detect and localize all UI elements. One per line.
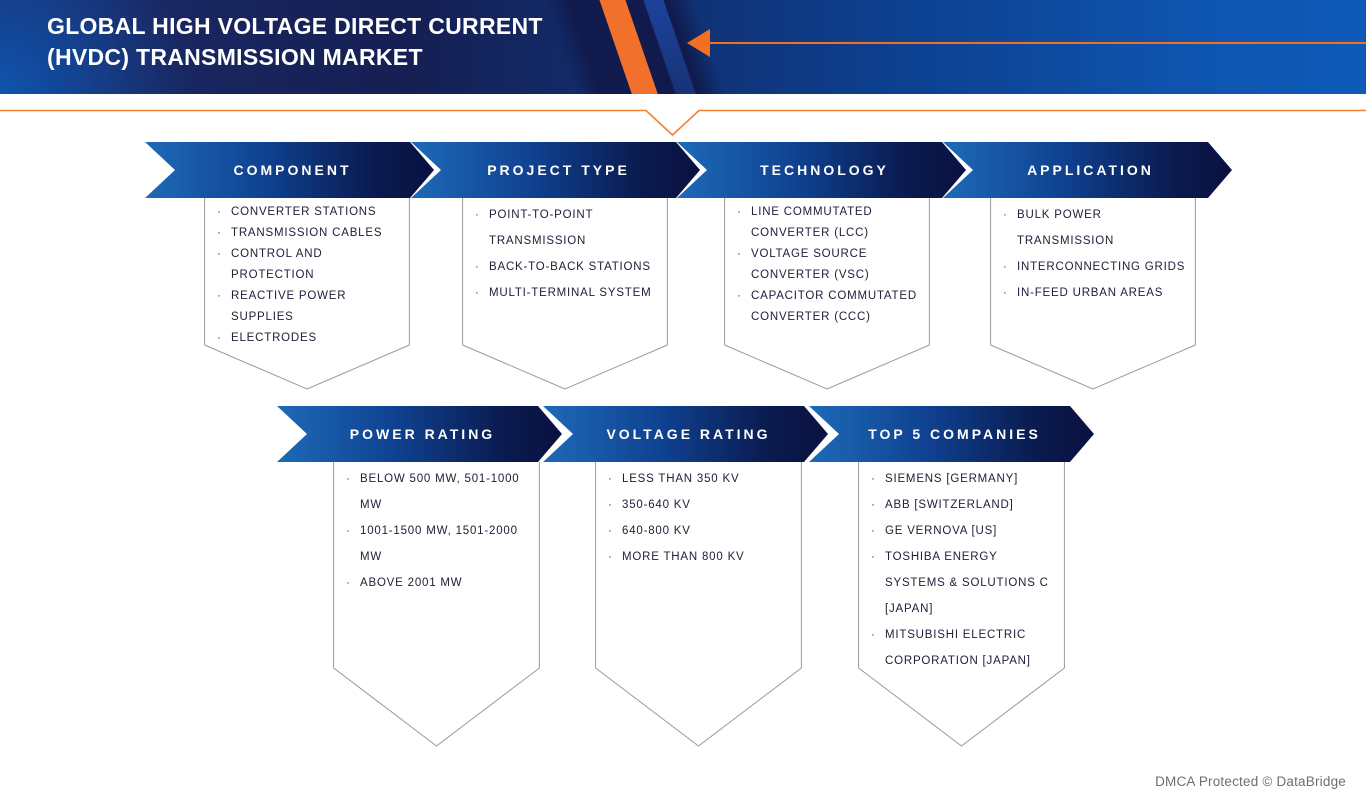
- list-item: BULK POWER TRANSMISSION: [990, 202, 1186, 254]
- banner-component-label: COMPONENT: [233, 162, 352, 178]
- list-item: ABB [SWITZERLAND]: [858, 492, 1055, 518]
- list-item: LESS THAN 350 KV: [595, 466, 792, 492]
- banner-project-type: PROJECT TYPE: [411, 142, 700, 198]
- list-item: CONTROL AND PROTECTION: [204, 244, 400, 286]
- list-item: CAPACITOR COMMUTATED CONVERTER (CCC): [724, 286, 920, 328]
- pennant-path: [595, 462, 802, 747]
- top-5-companies-list: SIEMENS [GERMANY]ABB [SWITZERLAND]GE VER…: [858, 466, 1055, 674]
- technology-list: LINE COMMUTATED CONVERTER (LCC)VOLTAGE S…: [724, 202, 920, 328]
- list-item: MULTI-TERMINAL SYSTEM: [462, 280, 658, 306]
- page-title-line1: GLOBAL HIGH VOLTAGE DIRECT CURRENT: [47, 13, 543, 39]
- dmca-protection-label: DMCA Protected © DataBridge: [1155, 774, 1346, 789]
- list-item: LINE COMMUTATED CONVERTER (LCC): [724, 202, 920, 244]
- pennant-path: [333, 462, 540, 747]
- banner-technology-label: TECHNOLOGY: [760, 162, 889, 178]
- page-title: GLOBAL HIGH VOLTAGE DIRECT CURRENT (HVDC)…: [47, 11, 543, 73]
- banner-voltage-rating: VOLTAGE RATING: [543, 406, 828, 462]
- banner-application: APPLICATION: [943, 142, 1232, 198]
- list-item: SIEMENS [GERMANY]: [858, 466, 1055, 492]
- banner-application-label: APPLICATION: [1027, 162, 1154, 178]
- power-rating-list: BELOW 500 MW, 501-1000 MW1001-1500 MW, 1…: [333, 466, 530, 596]
- list-item: 350-640 KV: [595, 492, 792, 518]
- list-item: CONVERTER STATIONS: [204, 202, 400, 223]
- list-item: IN-FEED URBAN AREAS: [990, 280, 1186, 306]
- banner-top-5-companies-label: TOP 5 COMPANIES: [868, 426, 1041, 442]
- list-item: GE VERNOVA [US]: [858, 518, 1055, 544]
- list-item: BACK-TO-BACK STATIONS: [462, 254, 658, 280]
- list-item: TOSHIBA ENERGY SYSTEMS & SOLUTIONS C [JA…: [858, 544, 1055, 622]
- list-item: POINT-TO-POINT TRANSMISSION: [462, 202, 658, 254]
- banner-top-5-companies: TOP 5 COMPANIES: [809, 406, 1094, 462]
- header: GLOBAL HIGH VOLTAGE DIRECT CURRENT (HVDC)…: [0, 0, 1366, 94]
- list-item: ABOVE 2001 MW: [333, 570, 530, 596]
- page-title-line2: (HVDC) TRANSMISSION MARKET: [47, 44, 423, 70]
- list-item: INTERCONNECTING GRIDS: [990, 254, 1186, 280]
- pennant-outline-power-rating: [333, 462, 540, 747]
- list-item: VOLTAGE SOURCE CONVERTER (VSC): [724, 244, 920, 286]
- project-type-list: POINT-TO-POINT TRANSMISSIONBACK-TO-BACK …: [462, 202, 658, 306]
- banner-technology: TECHNOLOGY: [677, 142, 966, 198]
- list-item: ELECTRODES: [204, 328, 400, 349]
- callout-arrow-icon: [687, 29, 710, 57]
- voltage-rating-list: LESS THAN 350 KV350-640 KV640-800 KVMORE…: [595, 466, 792, 570]
- banner-power-rating-label: POWER RATING: [349, 426, 496, 442]
- application-list: BULK POWER TRANSMISSIONINTERCONNECTING G…: [990, 202, 1186, 306]
- list-item: MORE THAN 800 KV: [595, 544, 792, 570]
- banner-component: COMPONENT: [145, 142, 434, 198]
- pennant-outline-voltage-rating: [595, 462, 802, 747]
- list-item: TRANSMISSION CABLES: [204, 223, 400, 244]
- callout-line: [709, 42, 1366, 44]
- list-item: REACTIVE POWER SUPPLIES: [204, 286, 400, 328]
- component-list: CONVERTER STATIONSTRANSMISSION CABLESCON…: [204, 202, 400, 349]
- notch-divider-path: [0, 109, 1366, 137]
- list-item: 1001-1500 MW, 1501-2000 MW: [333, 518, 530, 570]
- list-item: BELOW 500 MW, 501-1000 MW: [333, 466, 530, 518]
- notch-divider: [0, 109, 1366, 137]
- banner-power-rating: POWER RATING: [277, 406, 562, 462]
- list-item: 640-800 KV: [595, 518, 792, 544]
- banner-voltage-rating-label: VOLTAGE RATING: [606, 426, 771, 442]
- banner-project-type-label: PROJECT TYPE: [487, 162, 630, 178]
- list-item: MITSUBISHI ELECTRIC CORPORATION [JAPAN]: [858, 622, 1055, 674]
